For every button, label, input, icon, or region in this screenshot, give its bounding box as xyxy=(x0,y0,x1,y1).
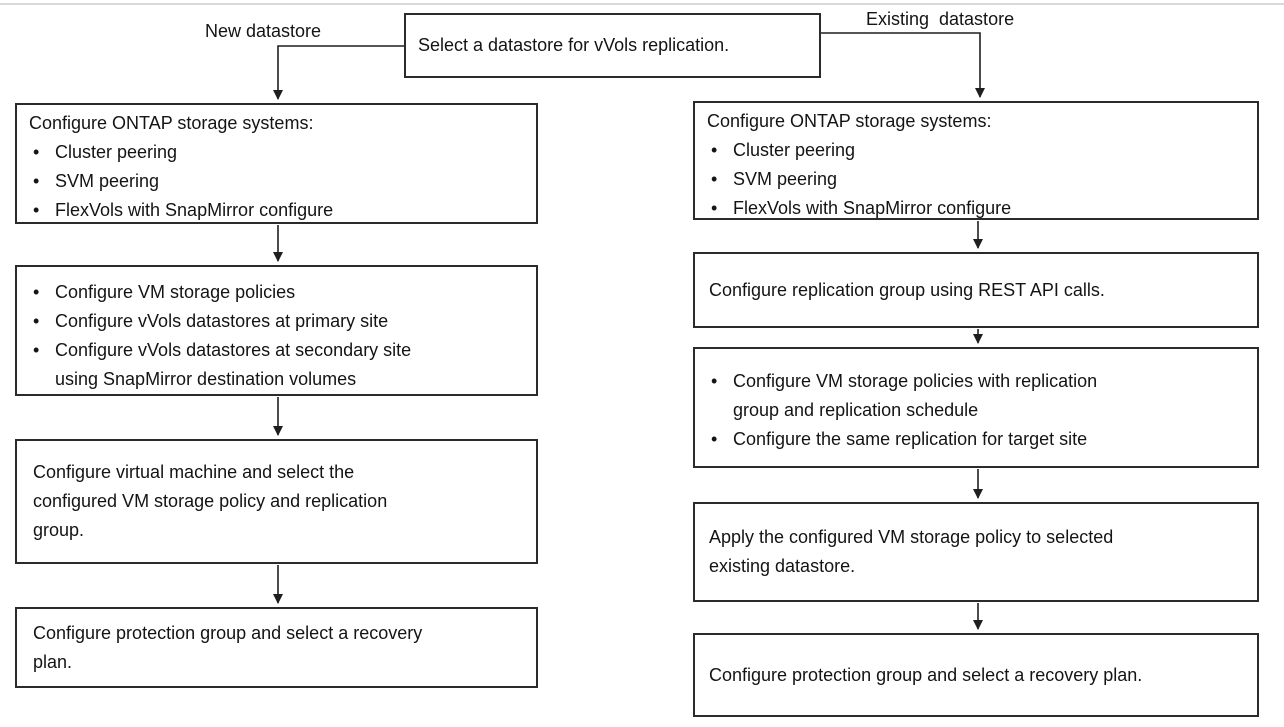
top-divider-line xyxy=(0,3,1284,5)
flow-box-new-configure-vm: Configure virtual machine and select the… xyxy=(15,439,538,564)
bullet-item: Configure VM storage policies xyxy=(29,278,528,307)
flow-box-existing-configure-ontap: Configure ONTAP storage systems: Cluster… xyxy=(693,101,1259,220)
flow-box-new-protection-group: Configure protection group and select a … xyxy=(15,607,538,688)
bullet-item-text: SVM peering xyxy=(733,169,838,189)
flow-box-select-datastore-text: Select a datastore for vVols replication… xyxy=(418,35,730,55)
flow-box-text: Configure protection group and select a … xyxy=(709,664,1143,685)
flow-box-heading: Configure ONTAP storage systems: xyxy=(29,113,314,133)
flow-box-existing-protection-group: Configure protection group and select a … xyxy=(693,633,1259,717)
flow-box-new-configure-ontap: Configure ONTAP storage systems: Cluster… xyxy=(15,103,538,224)
bullet-item: Configure the same replication for targe… xyxy=(707,425,1249,454)
bullet-item-text: Configure VM storage policies xyxy=(55,282,296,302)
bullet-item: Configure VM storage policies with repli… xyxy=(707,367,1249,425)
bullet-item: FlexVols with SnapMirror configure xyxy=(29,196,528,225)
branch-label-new-datastore: New datastore xyxy=(205,21,322,41)
flow-box-text: Configure protection group and select a … xyxy=(33,622,423,672)
bullet-item: SVM peering xyxy=(29,167,528,196)
bullet-item-text: FlexVols with SnapMirror configure xyxy=(733,198,1012,218)
bullet-item-text: SVM peering xyxy=(55,171,160,191)
bullet-item: Configure vVols datastores at secondary … xyxy=(29,336,528,394)
flow-box-existing-vm-policies: Configure VM storage policies with repli… xyxy=(693,347,1259,468)
flow-box-text: Configure replication group using REST A… xyxy=(709,279,1105,300)
connector-title-to-new-branch xyxy=(273,45,404,100)
flow-box-select-datastore: Select a datastore for vVols replication… xyxy=(404,13,821,78)
bullet-item: SVM peering xyxy=(707,165,1249,194)
flow-box-new-configure-policies-datastores: Configure VM storage policies Configure … xyxy=(15,265,538,396)
bullet-item-text: Configure vVols datastores at secondary … xyxy=(55,340,412,389)
flow-box-heading: Configure ONTAP storage systems: xyxy=(707,111,992,131)
bullet-item-text: Configure the same replication for targe… xyxy=(733,429,1088,449)
bullet-item: FlexVols with SnapMirror configure xyxy=(707,194,1249,223)
bullet-item-text: Configure vVols datastores at primary si… xyxy=(55,311,389,331)
bullet-item-text: Configure VM storage policies with repli… xyxy=(733,371,1098,420)
flow-box-text: Apply the configured VM storage policy t… xyxy=(709,527,1114,576)
bullet-item: Configure vVols datastores at primary si… xyxy=(29,307,528,336)
bullet-item: Cluster peering xyxy=(707,136,1249,165)
flow-box-existing-apply-policy: Apply the configured VM storage policy t… xyxy=(693,502,1259,602)
flow-box-existing-replication-group: Configure replication group using REST A… xyxy=(693,252,1259,328)
connector-title-to-existing-branch xyxy=(821,32,985,98)
bullet-item: Cluster peering xyxy=(29,138,528,167)
bullet-item-text: Cluster peering xyxy=(55,142,178,162)
branch-label-existing-datastore: Existing datastore xyxy=(866,9,1015,29)
bullet-item-text: Cluster peering xyxy=(733,140,856,160)
flow-box-text: Configure virtual machine and select the… xyxy=(33,462,388,540)
bullet-item-text: FlexVols with SnapMirror configure xyxy=(55,200,334,220)
